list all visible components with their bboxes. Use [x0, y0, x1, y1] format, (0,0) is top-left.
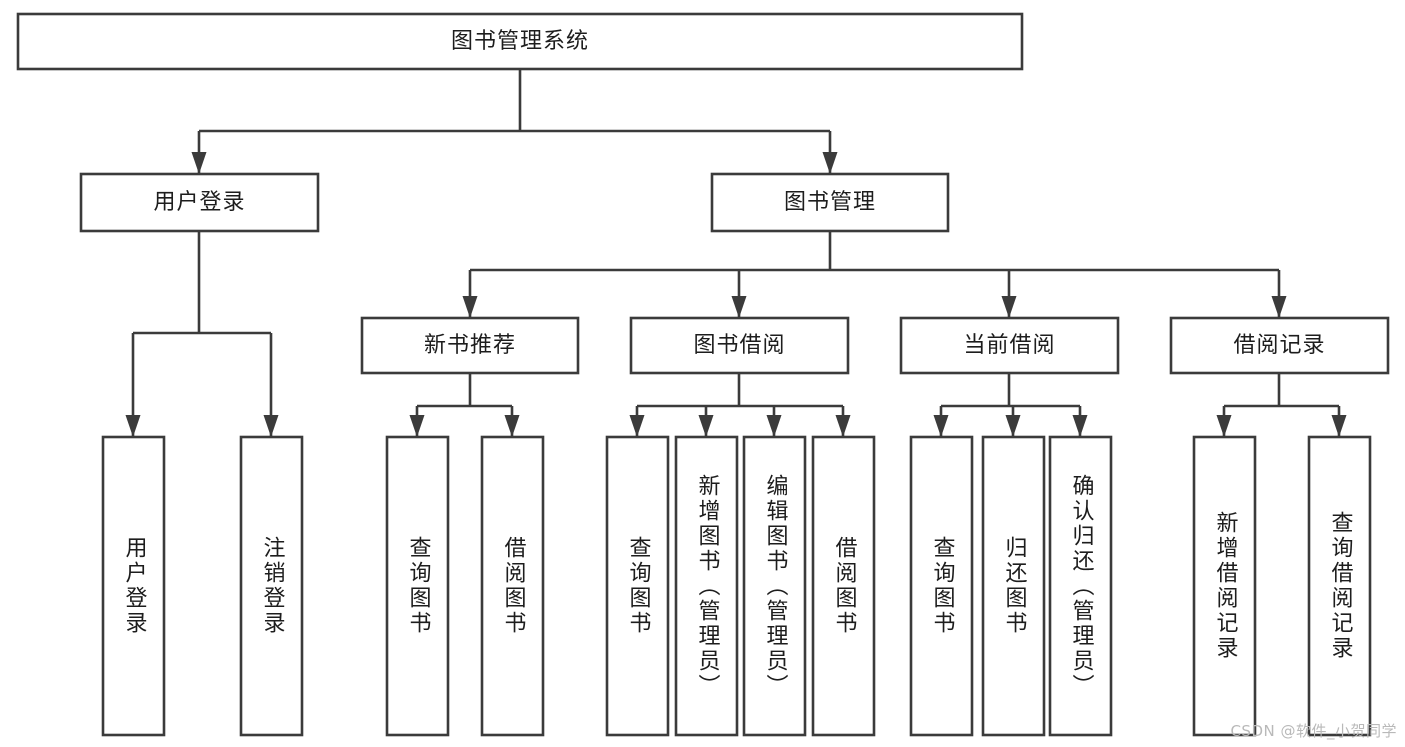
- arrow-down-icon: [125, 415, 141, 437]
- node-box-new-book-recommend[interactable]: [360, 316, 580, 375]
- arrow-down-icon: [409, 415, 425, 437]
- arrow-down-icon: [504, 415, 520, 437]
- arrow-down-icon: [933, 415, 949, 437]
- connector-edges-layer: [125, 69, 1347, 437]
- arrow-down-icon: [731, 296, 747, 318]
- arrow-down-icon: [191, 152, 207, 174]
- node-box-borrow-record[interactable]: [1169, 316, 1390, 375]
- node-box-leaf-borrow-book[interactable]: [811, 435, 876, 737]
- node-box-leaf-edit-book-admin[interactable]: [742, 435, 807, 737]
- arrow-down-icon: [1271, 296, 1287, 318]
- arrow-down-icon: [835, 415, 851, 437]
- arrow-down-icon: [1072, 415, 1088, 437]
- node-box-leaf-add-book-admin[interactable]: [674, 435, 739, 737]
- arrow-down-icon: [263, 415, 279, 437]
- node-box-leaf-confirm-return-admin[interactable]: [1048, 435, 1113, 737]
- node-box-leaf-query-book-current[interactable]: [909, 435, 974, 737]
- arrow-down-icon: [462, 296, 478, 318]
- arrow-down-icon: [698, 415, 714, 437]
- node-box-leaf-query-book-rec[interactable]: [385, 435, 450, 737]
- arrow-down-icon: [1331, 415, 1347, 437]
- node-box-leaf-borrow-book-rec[interactable]: [480, 435, 545, 737]
- arrow-down-icon: [629, 415, 645, 437]
- arrow-down-icon: [1005, 415, 1021, 437]
- arrow-down-icon: [1216, 415, 1232, 437]
- node-box-leaf-user-login[interactable]: [101, 435, 166, 737]
- node-box-root[interactable]: [16, 12, 1024, 71]
- node-box-book-borrow[interactable]: [629, 316, 850, 375]
- node-box-leaf-user-logout[interactable]: [239, 435, 304, 737]
- node-box-book-manage[interactable]: [710, 172, 950, 233]
- node-boxes-layer: [16, 12, 1390, 737]
- node-box-leaf-add-borrow-record[interactable]: [1192, 435, 1257, 737]
- node-box-user-login[interactable]: [79, 172, 320, 233]
- node-box-leaf-return-book[interactable]: [981, 435, 1046, 737]
- node-box-leaf-query-borrow-record[interactable]: [1307, 435, 1372, 737]
- arrow-down-icon: [822, 152, 838, 174]
- node-box-leaf-query-book-borrow[interactable]: [605, 435, 670, 737]
- csdn-watermark: CSDN @软件_小贺同学: [1230, 722, 1397, 740]
- node-box-current-borrow[interactable]: [899, 316, 1120, 375]
- arrow-down-icon: [766, 415, 782, 437]
- arrow-down-icon: [1001, 296, 1017, 318]
